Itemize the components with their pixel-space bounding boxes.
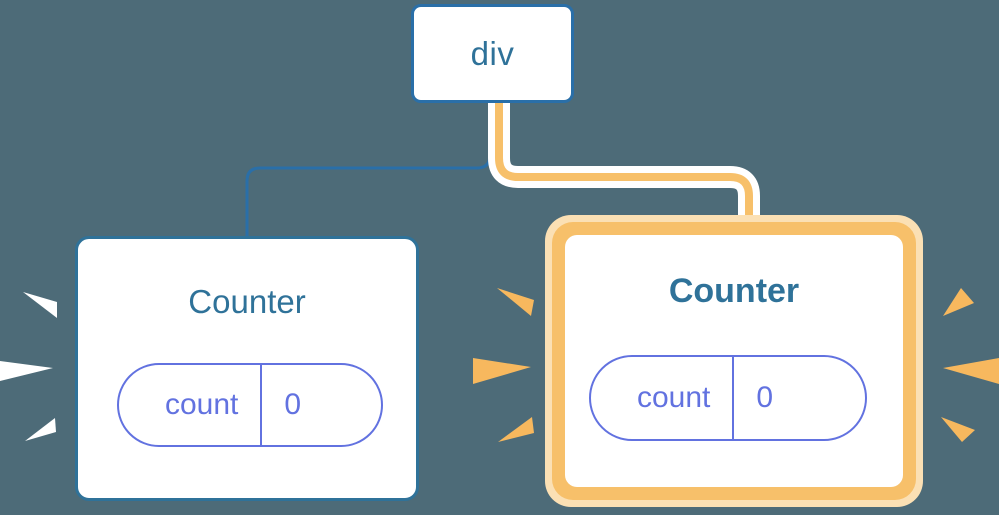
state-key-label: count [165, 388, 239, 421]
node-div-label: div [470, 35, 515, 72]
node-counter-left[interactable]: Counter count 0 [75, 236, 419, 501]
state-key-label: count [637, 381, 711, 414]
connector-div-to-counter-left [245, 103, 492, 236]
node-counter-left-title: Counter [188, 283, 306, 320]
node-div[interactable]: div [411, 4, 574, 103]
connector-div-to-counter-right [495, 103, 753, 224]
state-pill-counter-left[interactable]: count 0 [117, 363, 383, 447]
state-value-label: 0 [732, 357, 813, 439]
node-counter-right-title: Counter [668, 272, 800, 310]
state-pill-counter-right[interactable]: count 0 [589, 355, 867, 441]
connector-halo-div-to-counter-right [488, 103, 760, 224]
node-counter-right[interactable]: Counter count 0 [545, 215, 923, 507]
state-value-label: 0 [260, 365, 341, 445]
node-counter-right-body: Counter count 0 [565, 235, 903, 487]
